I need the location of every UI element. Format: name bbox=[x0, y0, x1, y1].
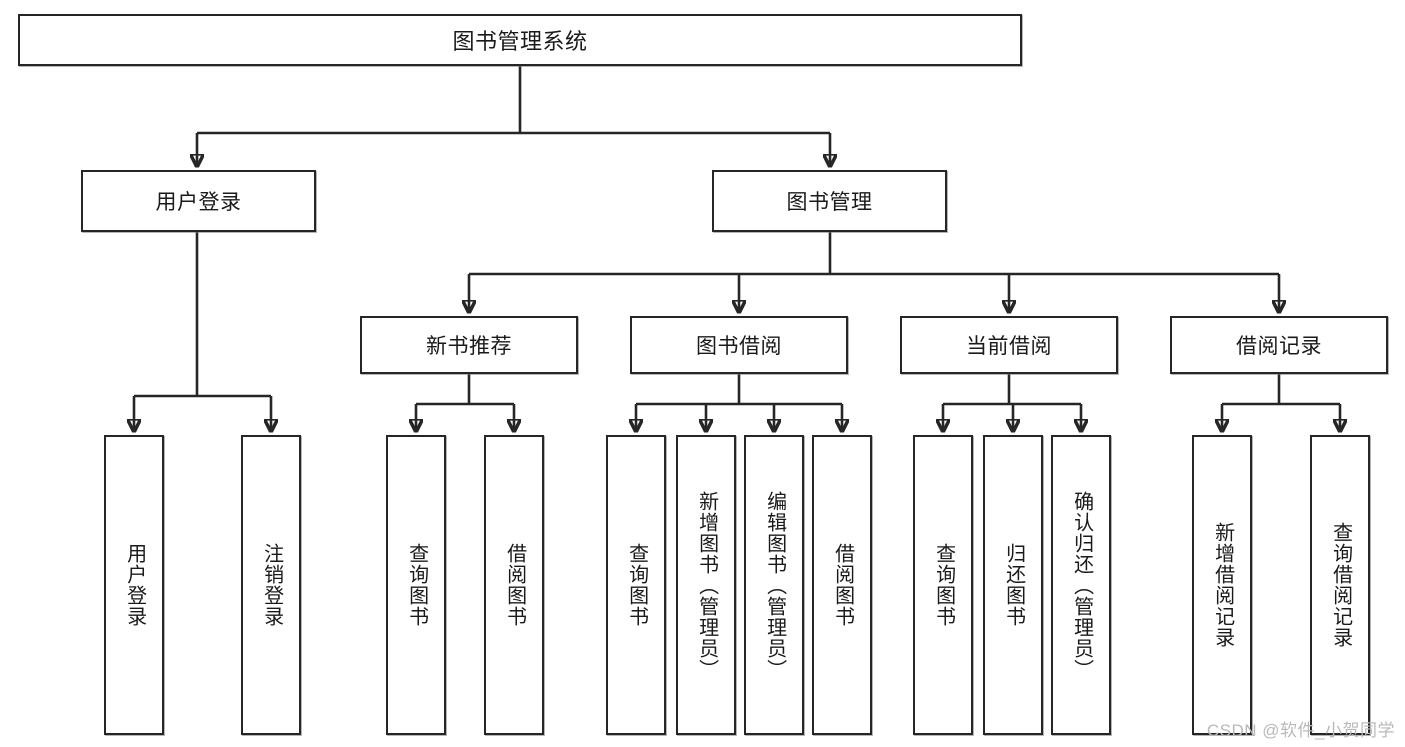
node-new-book-recommendation[interactable]: 新书推荐 bbox=[360, 316, 578, 374]
leaf-borrow-book[interactable]: 借阅图书 bbox=[812, 435, 872, 735]
leaf-query-book-new[interactable]: 查询图书 bbox=[386, 435, 446, 735]
leaf-return-book[interactable]: 归还图书 bbox=[983, 435, 1043, 735]
node-book-management[interactable]: 图书管理 bbox=[712, 170, 947, 232]
leaf-borrow-book-new[interactable]: 借阅图书 bbox=[484, 435, 544, 735]
leaf-add-borrow-record[interactable]: 新增借阅记录 bbox=[1192, 435, 1252, 735]
node-borrow-record[interactable]: 借阅记录 bbox=[1170, 316, 1388, 374]
leaf-query-borrow-record[interactable]: 查询借阅记录 bbox=[1310, 435, 1370, 735]
leaf-edit-book-admin[interactable]: 编辑图书（管理员） bbox=[744, 435, 804, 735]
leaf-query-book-current[interactable]: 查询图书 bbox=[913, 435, 973, 735]
node-root[interactable]: 图书管理系统 bbox=[18, 14, 1022, 66]
leaf-query-book-borrow[interactable]: 查询图书 bbox=[606, 435, 666, 735]
leaf-add-book-admin[interactable]: 新增图书（管理员） bbox=[676, 435, 736, 735]
node-current-borrow[interactable]: 当前借阅 bbox=[900, 316, 1118, 374]
csdn-watermark: CSDN @软件_小贺同学 bbox=[1206, 721, 1395, 740]
node-book-borrow[interactable]: 图书借阅 bbox=[630, 316, 848, 374]
node-user-login[interactable]: 用户登录 bbox=[81, 170, 316, 232]
leaf-confirm-return-admin[interactable]: 确认归还（管理员） bbox=[1051, 435, 1111, 735]
leaf-user-login[interactable]: 用户登录 bbox=[104, 435, 164, 735]
leaf-logout[interactable]: 注销登录 bbox=[241, 435, 301, 735]
